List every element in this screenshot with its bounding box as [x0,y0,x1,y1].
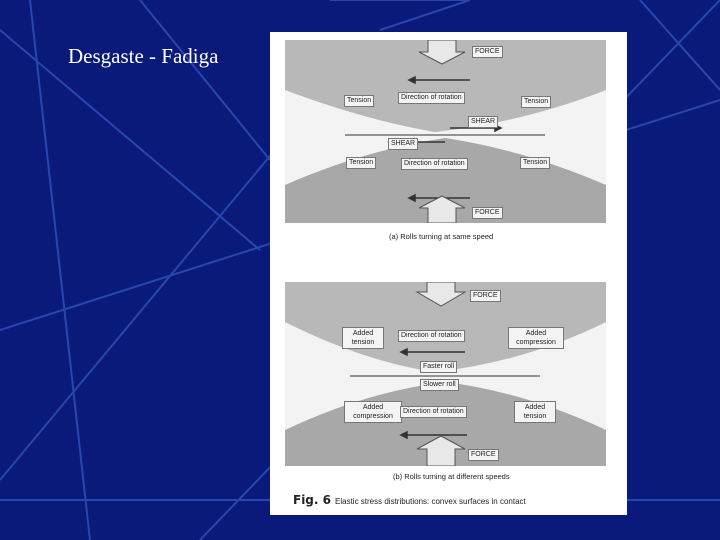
force-label-a-bottom: FORCE [472,207,503,219]
slower-roll-label: Slower roll [420,379,459,391]
shear-label-a-right: SHEAR [468,116,499,128]
tension-label-a-right-bottom: Tension [520,157,551,169]
faster-roll-label: Faster roll [420,361,458,373]
direction-label-b-top: Direction of rotation [398,330,465,342]
force-label-b-bottom: FORCE [468,449,499,461]
added-tension-label-b-left: Added tension [342,327,384,349]
added-tension-b-right-text: Added tension [523,404,547,420]
figure-caption: Fig. 6 Elastic stress distributions: conv… [293,493,526,507]
figure-number: Fig. 6 [293,493,331,507]
force-label-b-top: FORCE [470,290,501,302]
shear-label-a-left: SHEAR [388,138,419,150]
added-compression-b-left-text: Added compression [353,404,393,420]
tension-label-a-left-top: Tension [344,95,375,107]
figure-caption-text: Elastic stress distributions: convex sur… [335,497,526,506]
added-compression-label-b-left: Added compression [344,401,402,423]
tension-label-a-left-bottom: Tension [346,157,377,169]
added-compression-b-right-text: Added compression [516,330,556,346]
direction-label-b-bottom: Direction of rotation [400,406,467,418]
added-compression-label-b-right: Added compression [508,327,564,349]
direction-label-a-bottom: Direction of rotation [401,158,468,170]
caption-panel-b: (b) Rolls turning at different speeds [393,472,510,481]
added-tension-label-b-right: Added tension [514,401,556,423]
caption-panel-a: (a) Rolls turning at same speed [389,232,494,241]
added-tension-b-left-text: Added tension [351,330,375,346]
diagram-panel-a [285,40,606,223]
direction-label-a-top: Direction of rotation [398,92,465,104]
slide-title: Desgaste - Fadiga [68,44,219,68]
rolls-diagram-a [285,40,606,223]
force-label-a-top: FORCE [472,46,503,58]
diagram-panel-b [285,282,606,466]
rolls-diagram-b [285,282,606,466]
tension-label-a-right-top: Tension [521,96,552,108]
